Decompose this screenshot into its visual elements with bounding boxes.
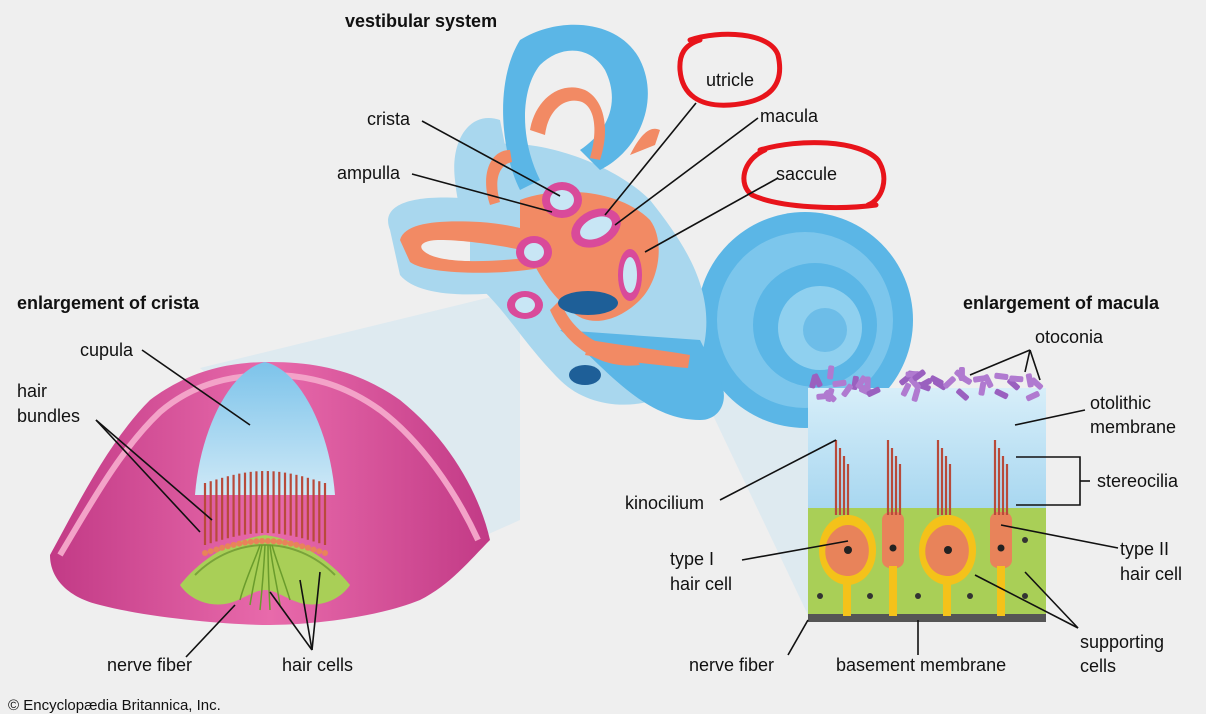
- otoconium-crystal: [912, 369, 926, 382]
- otoconium-crystal: [823, 389, 837, 403]
- otoconium-crystal: [866, 386, 881, 397]
- label-nerve-fiber-macula: nerve fiber: [689, 655, 774, 675]
- label-kinocilium: kinocilium: [625, 493, 704, 513]
- heading-enlargement-macula: enlargement of macula: [963, 293, 1160, 313]
- saccule-highlight: [741, 140, 887, 211]
- otoconium-crystal: [994, 388, 1009, 400]
- otoconium-crystal: [994, 372, 1009, 380]
- otoconium-crystal: [827, 365, 835, 380]
- heading-vestibular-system: vestibular system: [345, 11, 497, 31]
- label-type2-hair-cell: type II: [1120, 539, 1169, 559]
- saccule-macula: [618, 249, 642, 301]
- otoconium-crystal: [956, 388, 969, 401]
- label-cupula: cupula: [80, 340, 134, 360]
- crista-hair-cell: [247, 538, 254, 545]
- crista-hair-cell: [242, 539, 248, 546]
- crista-hair-cell: [270, 538, 277, 545]
- crista-hair-cell: [316, 548, 323, 555]
- round-window: [569, 365, 601, 385]
- label-type1-hair-cell-2: hair cell: [670, 574, 732, 594]
- label-hair-bundles-2: bundles: [17, 406, 80, 426]
- otoconium-crystal: [1009, 375, 1024, 383]
- crista-hair-cell: [299, 543, 306, 550]
- label-supporting-cells: supporting: [1080, 632, 1164, 652]
- otoconium-crystal: [978, 381, 987, 396]
- otoconium-crystal: [900, 382, 912, 397]
- cochlea: [697, 212, 913, 428]
- label-ampulla: ampulla: [337, 163, 401, 183]
- crista-hair-cell: [282, 539, 288, 546]
- crista-hair-cell: [293, 541, 300, 548]
- otoconium-crystal: [841, 383, 853, 398]
- otoconium-crystal: [954, 369, 968, 382]
- otoconium-crystal: [855, 375, 867, 389]
- crista-hair-cell: [202, 550, 208, 556]
- otoconium-crystal: [929, 375, 944, 386]
- type1-cell: [819, 515, 977, 616]
- crista-hair-cell: [259, 538, 266, 545]
- crista-hair-cell: [213, 546, 220, 553]
- oval-window: [558, 291, 618, 315]
- label-basement-membrane: basement membrane: [836, 655, 1006, 675]
- otoconium-crystal: [911, 387, 921, 402]
- crista-hair-cell: [207, 548, 214, 555]
- label-hair-cells: hair cells: [282, 655, 353, 675]
- otoconium-crystal: [973, 375, 988, 383]
- label-crista: crista: [367, 109, 411, 129]
- crista-hair-cell: [219, 544, 226, 551]
- otoconium-crystal: [1025, 391, 1040, 402]
- label-stereocilia: stereocilia: [1097, 471, 1179, 491]
- otoconium-crystal: [943, 376, 956, 389]
- crista-hair-cell: [322, 550, 328, 556]
- label-saccule: saccule: [776, 164, 837, 184]
- label-utricle: utricle: [706, 70, 754, 90]
- label-supporting-cells-2: cells: [1080, 656, 1116, 676]
- crista-hair-cell: [264, 538, 271, 545]
- otoconium-crystal: [832, 379, 847, 388]
- utricle-highlight: [677, 31, 783, 108]
- crista-hair-cell: [287, 540, 294, 547]
- utricle-macula: [571, 208, 621, 248]
- label-otolithic-membrane-2: membrane: [1090, 417, 1176, 437]
- crista-hair-cell: [310, 546, 317, 553]
- otoconium-crystal: [809, 374, 818, 389]
- crista-hair-cell: [276, 538, 283, 545]
- crista-hair-cell: [253, 538, 260, 545]
- label-hair-bundles: hair: [17, 381, 47, 401]
- copyright-notice: © Encyclopædia Britannica, Inc.: [8, 697, 221, 714]
- label-otoconia: otoconia: [1035, 327, 1104, 347]
- label-type2-hair-cell-2: hair cell: [1120, 564, 1182, 584]
- crista-hair-cell: [304, 544, 311, 551]
- label-nerve-fiber-crista: nerve fiber: [107, 655, 192, 675]
- otoconium-crystal: [908, 377, 921, 390]
- label-macula: macula: [760, 106, 819, 126]
- otoconium-crystal: [1030, 377, 1044, 390]
- crista-hair-cell: [224, 543, 231, 550]
- otoconium-crystal: [918, 378, 932, 389]
- heading-enlargement-crista: enlargement of crista: [17, 293, 200, 313]
- crista-enlargement: [50, 362, 490, 625]
- crista-hair-cell: [236, 540, 243, 547]
- otoconium-crystal: [1025, 373, 1034, 388]
- macula-enlargement: [808, 365, 1046, 622]
- crista-hair-cell: [230, 541, 237, 548]
- label-type1-hair-cell: type I: [670, 549, 714, 569]
- label-otolithic-membrane: otolithic: [1090, 393, 1151, 413]
